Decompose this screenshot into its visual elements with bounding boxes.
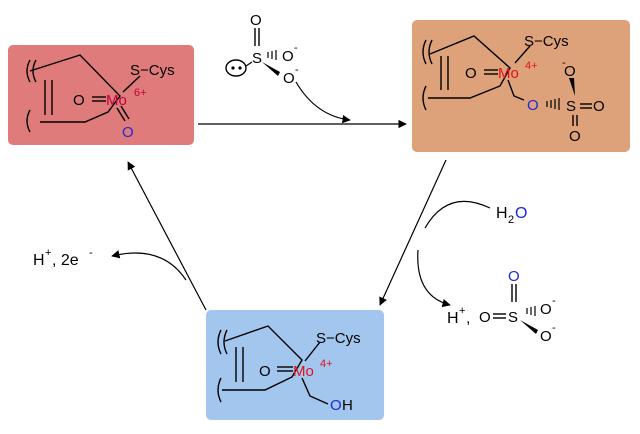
sulfate-wedge-bond	[520, 320, 538, 334]
sulfate-o-bottom: O	[540, 328, 552, 345]
water-o: O	[515, 205, 527, 222]
sulfite-bonds	[225, 28, 260, 77]
sulfite-hashed-bond	[267, 50, 277, 60]
mo4-oh-bonds	[217, 325, 329, 405]
mo6-oxo-equatorial: O	[122, 124, 134, 141]
sulfate-o-left: O	[479, 309, 491, 326]
sulfate-h: H	[447, 310, 459, 327]
sulfite-bound-cys-label: S−Cys	[524, 33, 569, 50]
sulfate-sulfur: S	[508, 309, 518, 326]
sulfite-o-right: O	[282, 48, 294, 65]
lone-pair-dot-1	[231, 66, 235, 70]
sulfite-bound-complex: S−Cys O Mo 4+ O - O S O O	[412, 20, 630, 152]
water-molecule: H 2 O	[496, 205, 527, 226]
sulfate-h-sup: +	[459, 305, 465, 317]
sulfite-bound-bridge-o: O	[527, 97, 539, 114]
arrow-left	[127, 161, 207, 311]
arrow-sulfite-in	[295, 81, 351, 124]
lone-pair	[225, 59, 247, 77]
sulfite-bound-metal: Mo	[498, 65, 519, 82]
sulfate-bonds	[493, 284, 517, 319]
sulfite-sulfur: S	[252, 50, 262, 67]
mo4-oh-metal: Mo	[293, 363, 314, 380]
mo4-oh-charge: 4+	[320, 358, 333, 370]
electrons-h: H	[33, 252, 45, 269]
mo4-oh-hydroxyl-o: O	[330, 397, 342, 414]
sulfite-bound-sulfur: S	[566, 98, 576, 115]
cycle-arrows	[111, 81, 491, 311]
sulfite-bound-o-minus-charge: -	[562, 57, 566, 69]
sulfate-comma: ,	[466, 310, 470, 327]
mo6-oxo-axial: O	[73, 92, 85, 109]
mo6-box	[8, 45, 194, 145]
sulfate-o-top: O	[508, 268, 520, 285]
electrons-h-sup: +	[45, 247, 51, 259]
sulfite-wedge-bond	[262, 62, 280, 76]
mo4-oh-oxo: O	[259, 363, 271, 380]
sulfite-o-top: O	[250, 12, 262, 29]
sulfite-bound-o-right: O	[593, 98, 605, 115]
sulfite-bound-o-bottom: O	[569, 128, 581, 145]
arrow-water-in	[424, 200, 491, 229]
sulfite-bound-oxo: O	[465, 65, 477, 82]
sulfite-bound-charge: 4+	[525, 60, 538, 72]
sulfite-bound-box	[412, 20, 630, 152]
sulfite-bound-o-minus: O	[564, 63, 576, 80]
water-subscript: 2	[508, 214, 514, 226]
electrons-rest: , 2e	[52, 252, 79, 269]
lone-pair-dot-2	[238, 66, 242, 70]
water-h: H	[496, 205, 508, 222]
sulfate-ion: H + , O O S O - O -	[447, 268, 556, 345]
wedge-bond-s-o	[569, 78, 575, 96]
sulfite-o-right-charge: -	[294, 42, 298, 54]
arrow-sulfate-out	[417, 249, 451, 308]
sulfate-o-right-charge: -	[552, 295, 556, 307]
mo6-charge: 6+	[134, 87, 147, 99]
proton-electron-release: H + , 2e -	[33, 247, 93, 269]
sulfite-ion: O S O - O -	[225, 12, 299, 87]
mo6-cys-label: S−Cys	[130, 62, 175, 79]
sulfite-bound-bonds	[422, 35, 592, 126]
sulfate-o-right: O	[540, 301, 552, 318]
arrow-right	[379, 159, 447, 306]
sulfite-o-bottom: O	[283, 70, 295, 87]
sulfate-hashed-bond	[526, 306, 536, 316]
sulfate-o-bottom-charge: -	[552, 322, 556, 334]
mo6-dioxo-complex: S−Cys O Mo 6+ O	[8, 45, 194, 145]
hashed-bond-o-s	[546, 98, 560, 110]
mo6-bonds	[26, 54, 141, 133]
sulfite-o-bottom-charge: -	[295, 64, 299, 76]
mo4-oh-box	[206, 310, 384, 420]
mo4-oh-hydroxyl-h: H	[342, 397, 353, 414]
mo4-hydroxo-complex: S−Cys O Mo 4+ O H	[206, 310, 384, 420]
arrow-electrons-out	[111, 250, 187, 281]
electrons-e-sup: -	[89, 247, 93, 259]
mo6-metal: Mo	[106, 92, 127, 109]
mo4-oh-cys-label: S−Cys	[316, 330, 361, 347]
